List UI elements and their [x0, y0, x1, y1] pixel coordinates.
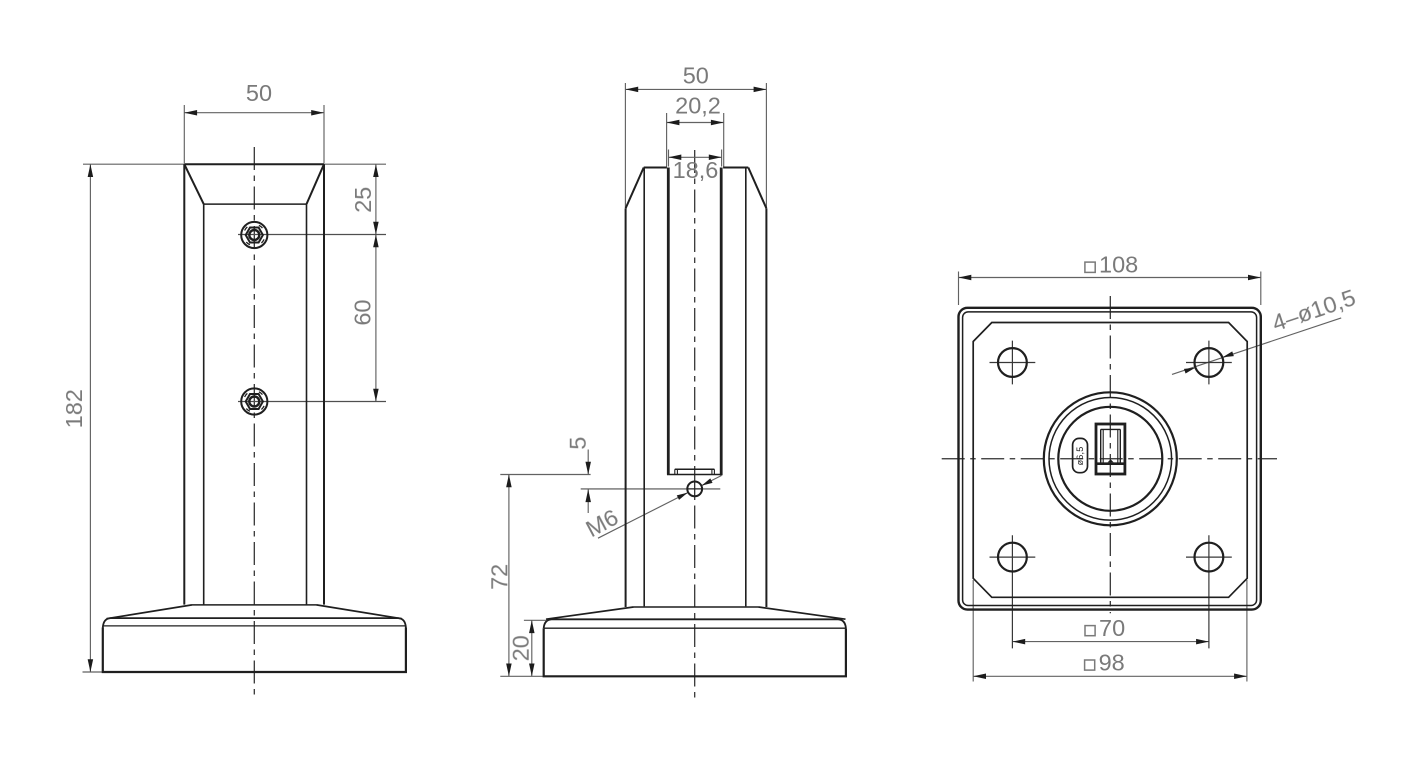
svg-text:ø6,5: ø6,5 — [1075, 447, 1085, 466]
svg-text:108: 108 — [1099, 252, 1138, 278]
svg-text:18,6: 18,6 — [673, 157, 719, 183]
svg-text:5: 5 — [565, 437, 591, 450]
svg-text:50: 50 — [246, 80, 272, 106]
svg-text:50: 50 — [683, 62, 709, 88]
svg-text:25: 25 — [350, 187, 376, 213]
svg-text:98: 98 — [1099, 649, 1125, 675]
svg-text:60: 60 — [350, 300, 376, 326]
svg-text:70: 70 — [1099, 615, 1125, 641]
svg-text:20,2: 20,2 — [675, 93, 721, 119]
svg-text:72: 72 — [486, 564, 512, 590]
svg-text:182: 182 — [61, 389, 87, 428]
svg-text:20: 20 — [508, 635, 534, 661]
